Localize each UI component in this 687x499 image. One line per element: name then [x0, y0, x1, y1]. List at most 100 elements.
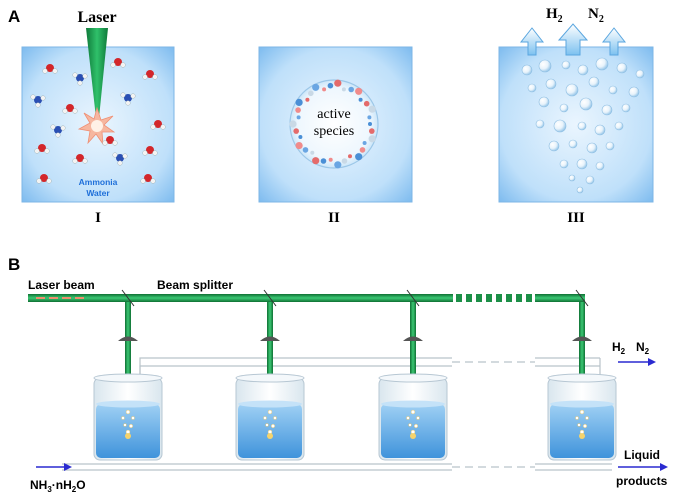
species-particle	[363, 100, 370, 107]
water-molecule	[142, 70, 158, 80]
stage-label-ii: II	[328, 210, 340, 226]
beam-splitter-mirror	[406, 289, 420, 307]
reactor-bubble	[265, 423, 269, 427]
gas-bubble	[605, 141, 615, 151]
water-molecule	[62, 104, 78, 114]
split-laser-beam	[410, 302, 416, 410]
water-label-line2: Water	[86, 188, 110, 198]
feed-input-arrow	[36, 463, 72, 471]
species-particle	[369, 128, 375, 134]
beam-splitter-mirror	[263, 289, 277, 307]
gas-release-arrows	[519, 23, 627, 56]
species-particle	[289, 120, 297, 128]
liquid-label-line2: products	[616, 474, 668, 488]
species-particle	[296, 115, 301, 120]
ammonia-water-molecules	[30, 58, 166, 184]
ammonia-molecule	[72, 72, 88, 86]
panel-b-label: B	[8, 255, 20, 274]
reactor-bubble	[577, 423, 581, 427]
gas-bubble	[595, 57, 609, 71]
focus-lens	[572, 336, 592, 341]
species-particle	[312, 83, 320, 91]
gas-bubble	[535, 119, 545, 129]
water-molecule	[150, 120, 166, 130]
gas-bubble	[576, 158, 588, 170]
active-species-particles	[289, 79, 376, 169]
gas-bubble	[614, 121, 624, 131]
reactor-unit	[547, 289, 617, 461]
species-particle	[358, 97, 363, 102]
species-label-line2: species	[314, 124, 354, 139]
species-particle	[295, 98, 303, 106]
focus-lens	[260, 336, 280, 341]
gas-bubble	[527, 83, 537, 93]
laser-focus-spot	[410, 433, 416, 439]
gas-bubble	[601, 104, 613, 116]
laser-focus-spot	[579, 433, 585, 439]
gas-label-h2: H2	[546, 6, 563, 25]
species-particle	[362, 141, 367, 145]
reactor-bubble	[273, 416, 277, 420]
reactor-unit	[378, 289, 448, 461]
gas-bubble	[559, 159, 569, 169]
species-particle	[298, 135, 303, 139]
reactor-bubble	[406, 416, 410, 420]
gas-bubble	[568, 174, 576, 182]
gas-bubble	[576, 186, 584, 194]
output-label-n2: N2	[636, 340, 650, 356]
species-label-line1: active	[317, 107, 350, 122]
species-particle	[355, 153, 363, 161]
laser-cone	[86, 28, 108, 118]
gas-bubble	[545, 78, 557, 90]
ammonia-molecule	[30, 94, 46, 108]
reactor-bubble	[123, 423, 127, 427]
gas-bubble	[561, 60, 571, 70]
species-particle	[305, 97, 310, 102]
reactor-bubble	[131, 416, 135, 420]
reactor-bubble	[585, 416, 589, 420]
beam-splitter-label: Beam splitter	[157, 278, 233, 292]
species-particle	[295, 142, 303, 150]
water-molecule	[72, 154, 88, 164]
gas-bubble	[577, 64, 589, 76]
reactor-bubble	[579, 409, 585, 415]
species-particle	[320, 158, 327, 164]
species-particle	[310, 150, 315, 155]
species-particle	[334, 161, 342, 169]
main-laser-beam	[28, 294, 585, 302]
beam-splitter-mirror	[121, 289, 135, 307]
reactor-bubble	[582, 423, 588, 429]
water-molecule	[36, 174, 52, 184]
species-particle	[295, 107, 301, 113]
species-particle	[368, 105, 376, 113]
water-molecule	[140, 174, 156, 184]
reactor-bubble	[413, 423, 419, 429]
gas-bubble	[594, 124, 606, 136]
reactor-bubble	[125, 409, 131, 415]
gas-bubble	[585, 175, 595, 185]
species-particle	[322, 87, 327, 92]
gas-label-n2: N2	[588, 6, 604, 25]
gas-bubble	[579, 97, 593, 111]
reactor-unit	[93, 289, 163, 461]
gas-bubble	[553, 119, 567, 133]
gas-bubble	[635, 69, 645, 79]
gas-collection-line	[139, 357, 601, 380]
water-molecule	[42, 64, 58, 74]
stage-label-iii: III	[567, 210, 585, 226]
species-particle	[348, 154, 352, 159]
species-particle	[327, 82, 334, 89]
species-particle	[368, 122, 372, 126]
species-particle	[348, 86, 355, 93]
species-particle	[367, 115, 372, 120]
gas-bubble	[548, 140, 560, 152]
species-particle	[312, 157, 320, 165]
water-label-line1: Ammonia	[79, 177, 118, 187]
species-particle	[359, 147, 366, 153]
gas-bubble	[538, 59, 552, 73]
liquid-label-line1: Liquid	[624, 448, 660, 462]
gas-bubble	[586, 142, 598, 154]
water-molecule	[102, 136, 118, 146]
gas-output-arrow	[618, 358, 656, 366]
liquid-output-arrow	[618, 463, 668, 471]
